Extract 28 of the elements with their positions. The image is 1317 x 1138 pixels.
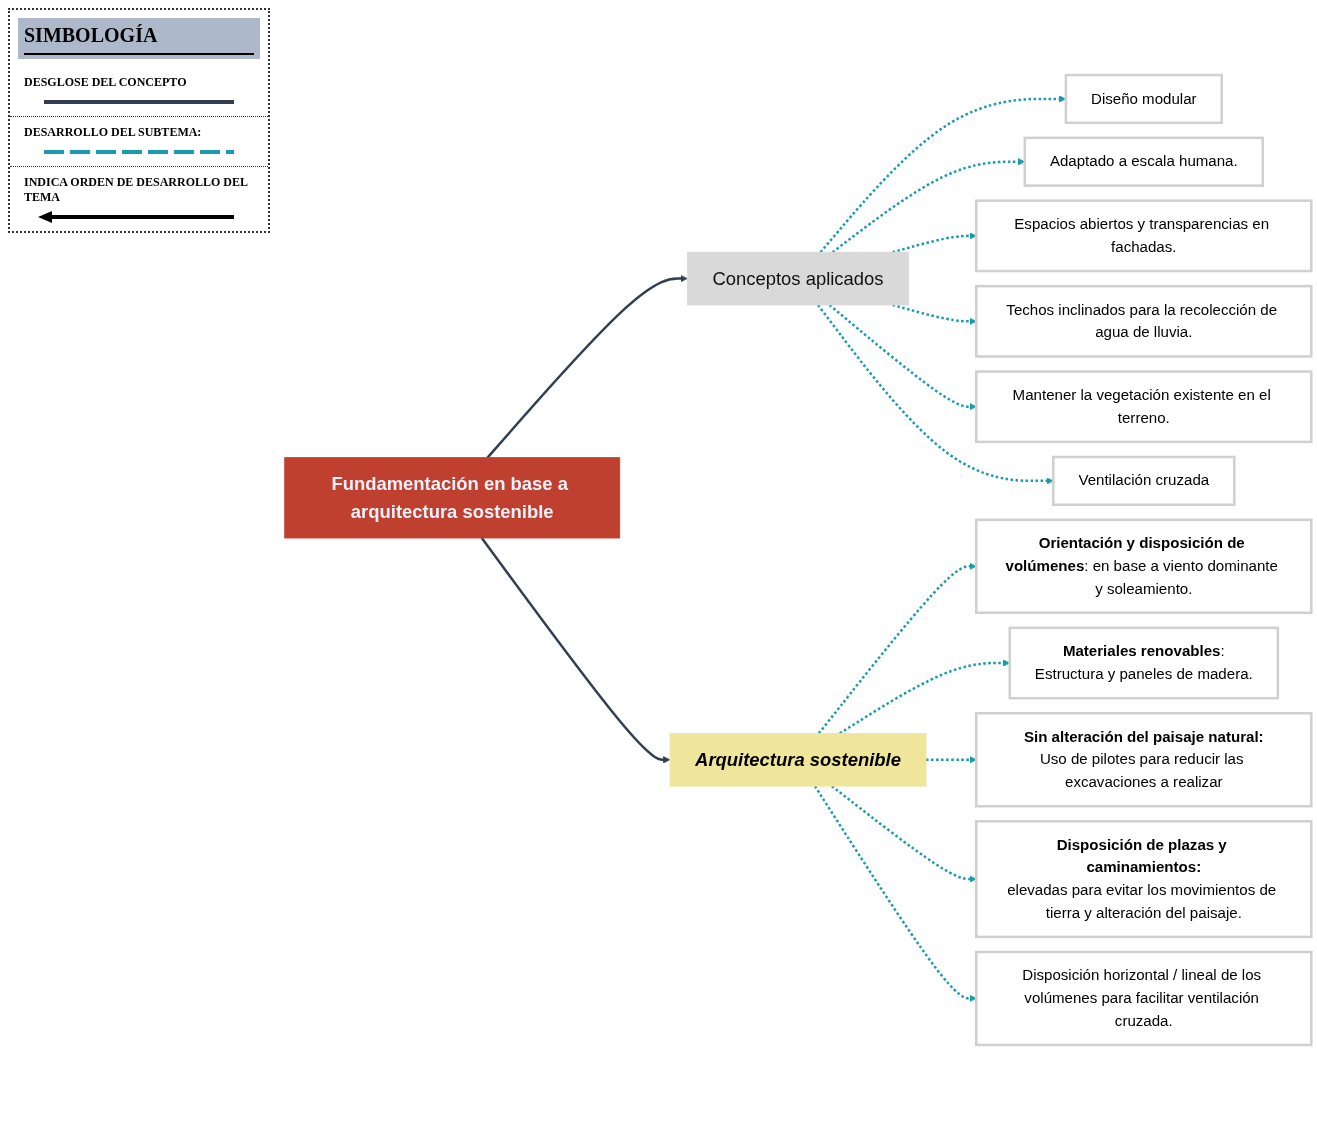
node-box: Sin alteración del paisaje natural: Uso de pilotes para reducir las excavaciones a realizar [975,712,1313,808]
legend-text: DESARROLLO DEL SUBTEMA: [24,125,203,140]
node-box: Techos inclinados para la recolección de agua de lluvia. [975,284,1313,358]
node-box: Diseño modular [1064,73,1223,125]
arrow [813,785,977,1003]
node-box: Conceptos aplicados [686,251,910,306]
arrow [480,537,671,764]
arrow [892,303,977,325]
node-box: Disposición de plazas y caminamientos: elevadas para evitar los movimientos de tierra y alteración del paisaje. [975,820,1313,939]
arrow [926,756,977,764]
node-box: Materiales renovables: Estructura y paneles de madera. [1008,626,1280,700]
node-box: Orientación y disposición de volúmenes: en base a viento dominante y soleamiento. [975,518,1313,615]
arrow [892,232,977,254]
node-box: Espacios abiertos y transparencias en fachadas. [975,199,1313,273]
node-box: Arquitectura sostenible [669,732,927,787]
arrow [831,785,977,883]
arrow [816,304,1054,485]
legend-text: DESGLOSE DEL CONCEPTO [24,75,188,90]
arrow [486,274,688,459]
node-box: Adaptado a escala humana. [1023,136,1265,187]
node-box: Ventilación cruzada [1052,455,1236,506]
arrow [817,562,977,735]
legend-text: INDICA ORDEN DE DESARROLLO DEL TEMA [24,175,249,205]
legend-title: SIMBOLOGÍA [24,24,254,55]
arrow [828,304,977,411]
node-box: Disposición horizontal / lineal de los volúmenes para facilitar ventilación cruzada. [975,950,1313,1047]
node-box: Mantener la vegetación existente en el terreno. [975,370,1313,444]
node-box: Fundamentación en base a arquitectura sostenible [284,457,621,539]
